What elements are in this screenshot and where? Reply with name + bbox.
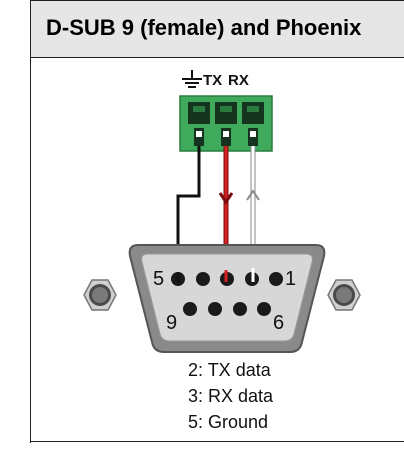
header-title: D-SUB 9 (female) and Phoenix [46, 15, 362, 40]
legend-line-ground: 5: Ground [188, 412, 268, 432]
dsub9-connector: 5 1 9 6 [83, 244, 361, 353]
pin-label-1: 1 [285, 268, 296, 290]
tx-label: TX [203, 72, 222, 89]
pin-label-5: 5 [153, 268, 164, 290]
ground-wire [176, 146, 201, 272]
phoenix-terminal-block [179, 95, 273, 152]
terminal-slot-ground [188, 102, 210, 146]
legend-line-rx: 3: RX data [188, 386, 274, 406]
ground-icon [182, 70, 202, 88]
section-header: D-SUB 9 (female) and Phoenix [31, 1, 404, 58]
terminal-slot-tx [215, 102, 237, 146]
legend-line-tx: 2: TX data [188, 360, 272, 380]
diagram-frame [30, 0, 404, 443]
pin-label-6: 6 [273, 312, 284, 334]
screw-right [327, 279, 361, 311]
pin-row-bottom [183, 302, 271, 316]
pin-label-9: 9 [166, 312, 177, 334]
terminal-slot-rx [242, 102, 264, 146]
screw-left [83, 279, 117, 311]
rx-label: RX [228, 72, 249, 89]
bottom-border [30, 441, 404, 442]
